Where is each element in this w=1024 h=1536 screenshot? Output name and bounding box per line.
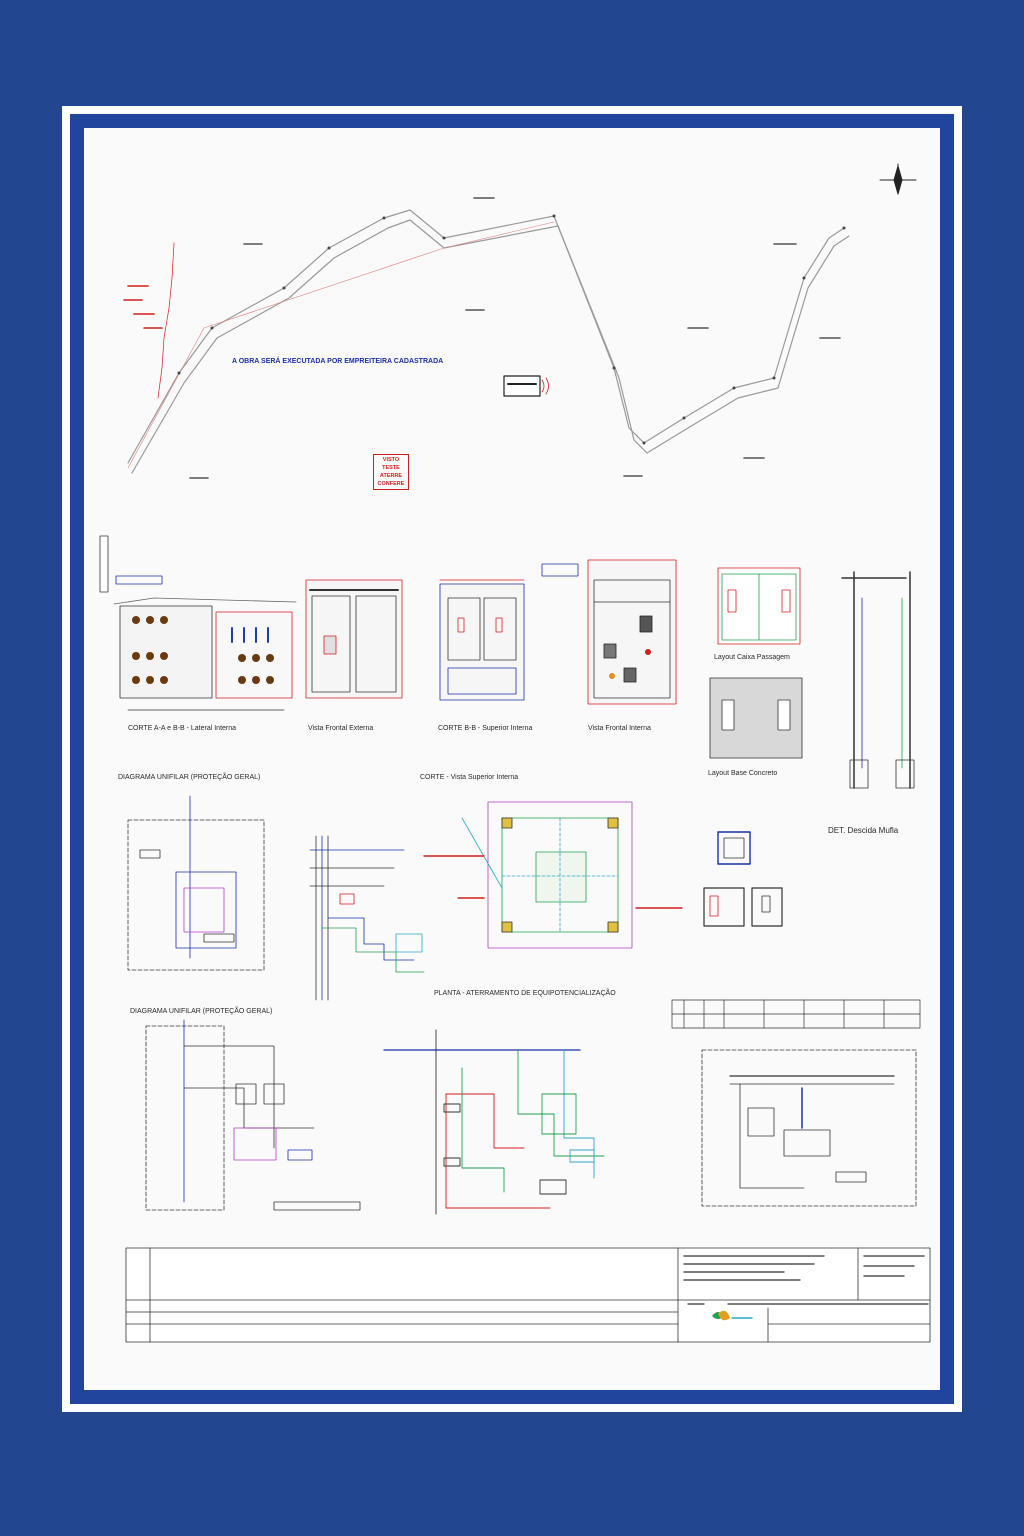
- route-poles: [177, 214, 846, 445]
- view-label-unifilar-2: DIAGRAMA UNIFILAR (PROTEÇÃO GERAL): [130, 1008, 273, 1015]
- title-block-text: [683, 1255, 929, 1305]
- drawing-sheet: A OBRA SERÁ EXECUTADA POR EMPREITEIRA CA…: [84, 128, 940, 1390]
- control-wiring-diagram: [309, 835, 425, 1001]
- vertical-title-strip: [99, 535, 109, 593]
- stamp-line-3: ATERRE: [379, 473, 403, 479]
- panel-wiring-detail: [701, 1049, 917, 1207]
- transformer-symbol: [503, 375, 549, 397]
- view-label-corte-bb: CORTE B-B - Superior Interna: [438, 725, 533, 732]
- single-line-diagram-2: [145, 1019, 361, 1211]
- single-line-diagram-1: [127, 795, 265, 971]
- layout-base-concreto: [709, 677, 803, 759]
- view-label-caixa-passagem: Layout Caixa Passagem: [714, 654, 790, 661]
- title-block: [125, 1247, 931, 1343]
- stamp-line-1: VISTO: [382, 457, 400, 463]
- stamp-line-2: TESTE: [382, 465, 400, 471]
- cabinet-frontal-externa: [305, 579, 403, 699]
- cabinet-frontal-interna: [541, 559, 677, 705]
- view-label-base-concreto: Layout Base Concreto: [708, 770, 778, 777]
- view-label-unifilar-1: DIAGRAMA UNIFILAR (PROTEÇÃO GERAL): [118, 774, 261, 781]
- route-note: A OBRA SERÁ EXECUTADA POR EMPREITEIRA CA…: [232, 358, 444, 365]
- view-label-frontal-externa: Vista Frontal Externa: [308, 725, 374, 732]
- cabinet-superior-interna: [439, 579, 525, 701]
- det-descida-mufla: [841, 571, 915, 789]
- view-label-descida-mufla: DET. Descida Mufla: [828, 826, 899, 835]
- grounding-plan: [423, 801, 683, 949]
- control-diagram-2: [383, 1029, 605, 1215]
- view-label-vista-superior: CORTE - Vista Superior Interna: [420, 774, 519, 781]
- legend-table: [671, 999, 921, 1029]
- stamp-line-4: CONFERE: [377, 481, 405, 487]
- det-caixa-de-passagem: [703, 831, 783, 927]
- layout-caixa-passagem: [717, 567, 801, 645]
- road-red-line: [157, 242, 175, 399]
- approval-stamp: VISTO TESTE ATERRE CONFERE: [373, 454, 409, 490]
- route-red-labels: [123, 285, 163, 329]
- view-label-corte-aa: CORTE A-A e B-B - Lateral Interna: [128, 725, 237, 732]
- north-arrow-icon: [879, 163, 917, 195]
- route-plan: [127, 209, 850, 474]
- route-text-marks: [189, 197, 841, 479]
- company-logo-icon: [712, 1310, 753, 1321]
- view-label-frontal-interna: Vista Frontal Interna: [588, 725, 651, 732]
- drawing-canvas: [99, 163, 931, 1343]
- view-label-planta-aterramento: PLANTA - ATERRAMENTO DE EQUIPOTENCIALIZA…: [434, 990, 616, 997]
- cabinet-lateral-interna: [113, 575, 297, 711]
